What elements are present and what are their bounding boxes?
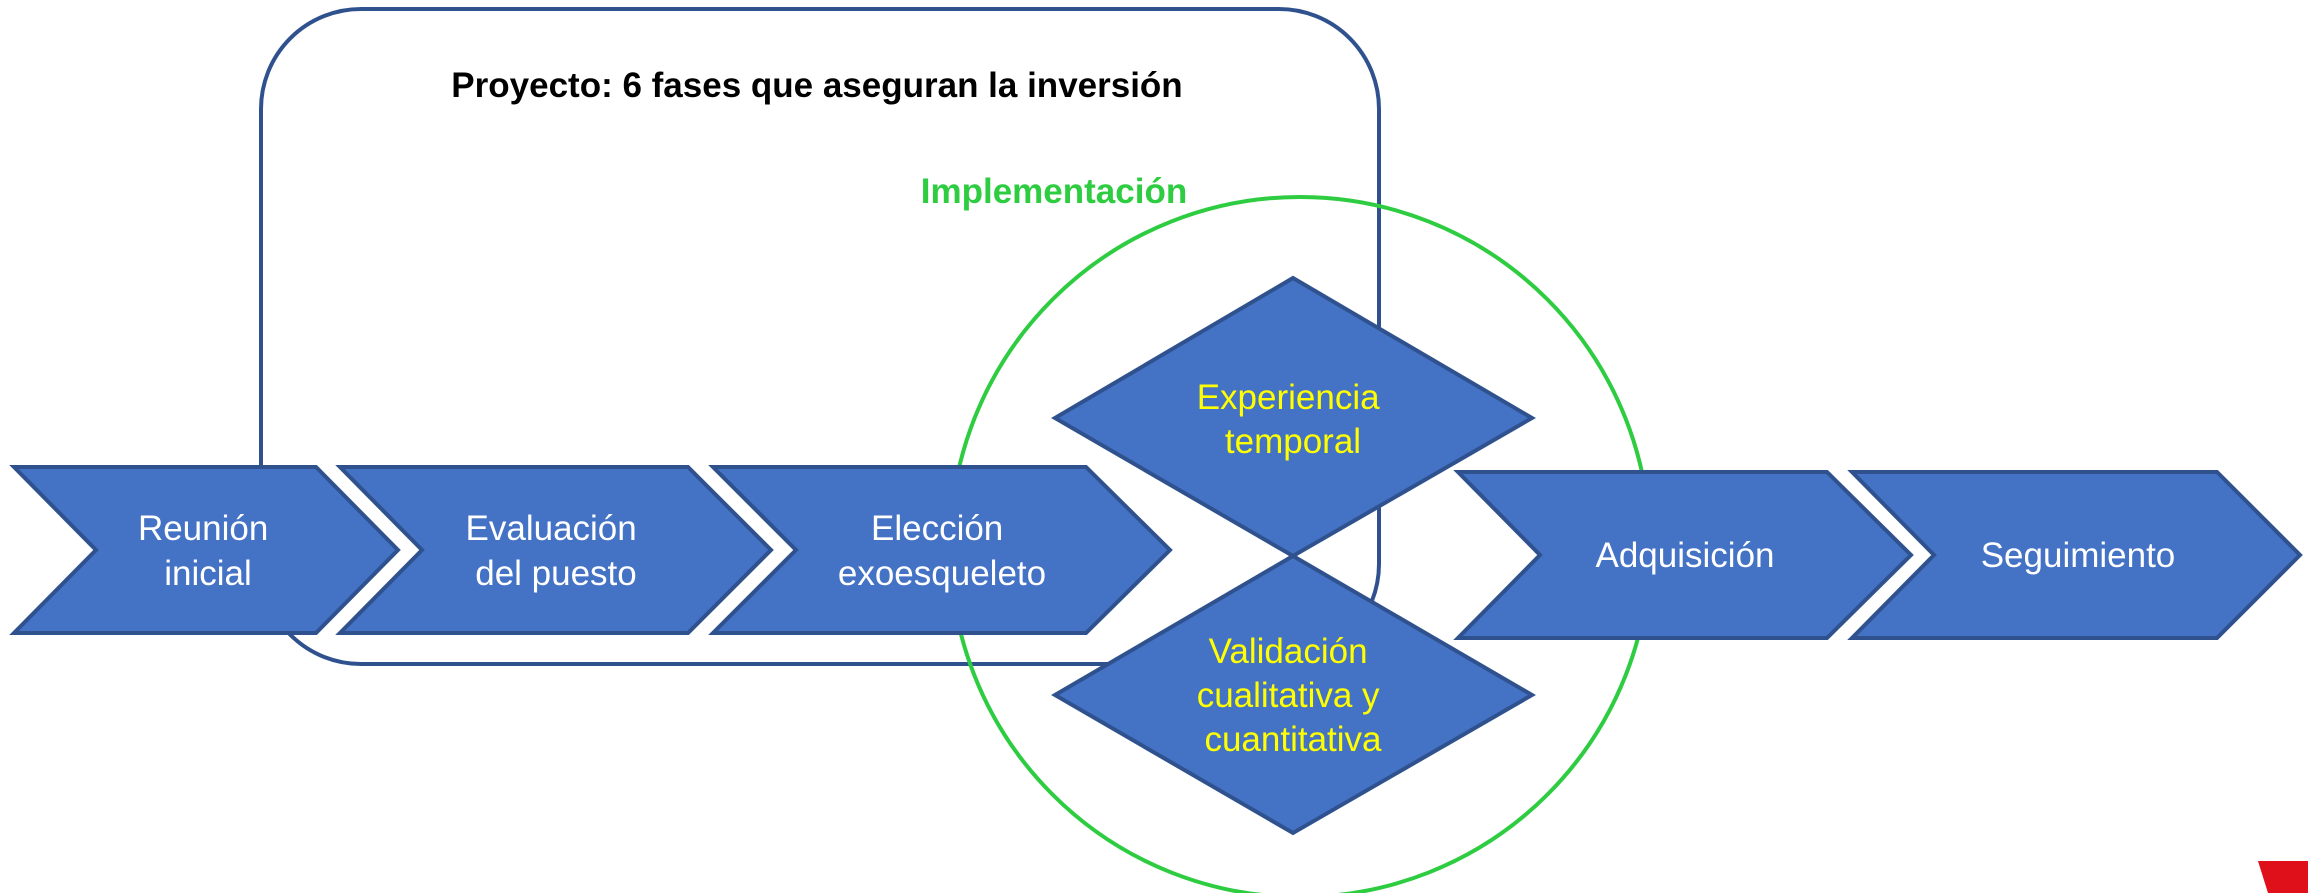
step-eleccion-exoesqueleto: Elección exoesqueleto bbox=[708, 465, 1173, 635]
step-evaluacion-del-puesto: Evaluación del puesto bbox=[335, 465, 774, 635]
project-title: Proyecto: 6 fases que aseguran la invers… bbox=[451, 66, 1182, 105]
step-reunion-inicial: Reunión inicial bbox=[9, 465, 401, 635]
step-chevron bbox=[708, 465, 1173, 635]
step-label: Evaluación del puesto bbox=[466, 509, 647, 593]
step-label: Elección exoesqueleto bbox=[838, 509, 1046, 593]
diamond-label: Validación cualitativa y cuantitativa bbox=[1197, 632, 1390, 759]
step-label: Adquisición bbox=[1596, 536, 1775, 575]
step-label: Seguimiento bbox=[1981, 536, 2176, 575]
step-label: Reunión inicial bbox=[138, 509, 278, 593]
step-adquisicion: Adquisición bbox=[1453, 470, 1914, 640]
step-chevron bbox=[1453, 470, 1914, 640]
implementation-label: Implementación bbox=[921, 172, 1187, 211]
step-seguimiento: Seguimiento bbox=[1847, 470, 2303, 640]
step-chevron bbox=[9, 465, 401, 635]
diamond-validacion: Validación cualitativa y cuantitativa bbox=[1051, 553, 1536, 836]
step-chevron bbox=[1847, 470, 2303, 640]
step-chevron bbox=[335, 465, 774, 635]
diamond-label: Experiencia temporal bbox=[1197, 378, 1390, 461]
corner-logo-fragment bbox=[2258, 861, 2308, 893]
diamond-shape bbox=[1051, 553, 1536, 836]
